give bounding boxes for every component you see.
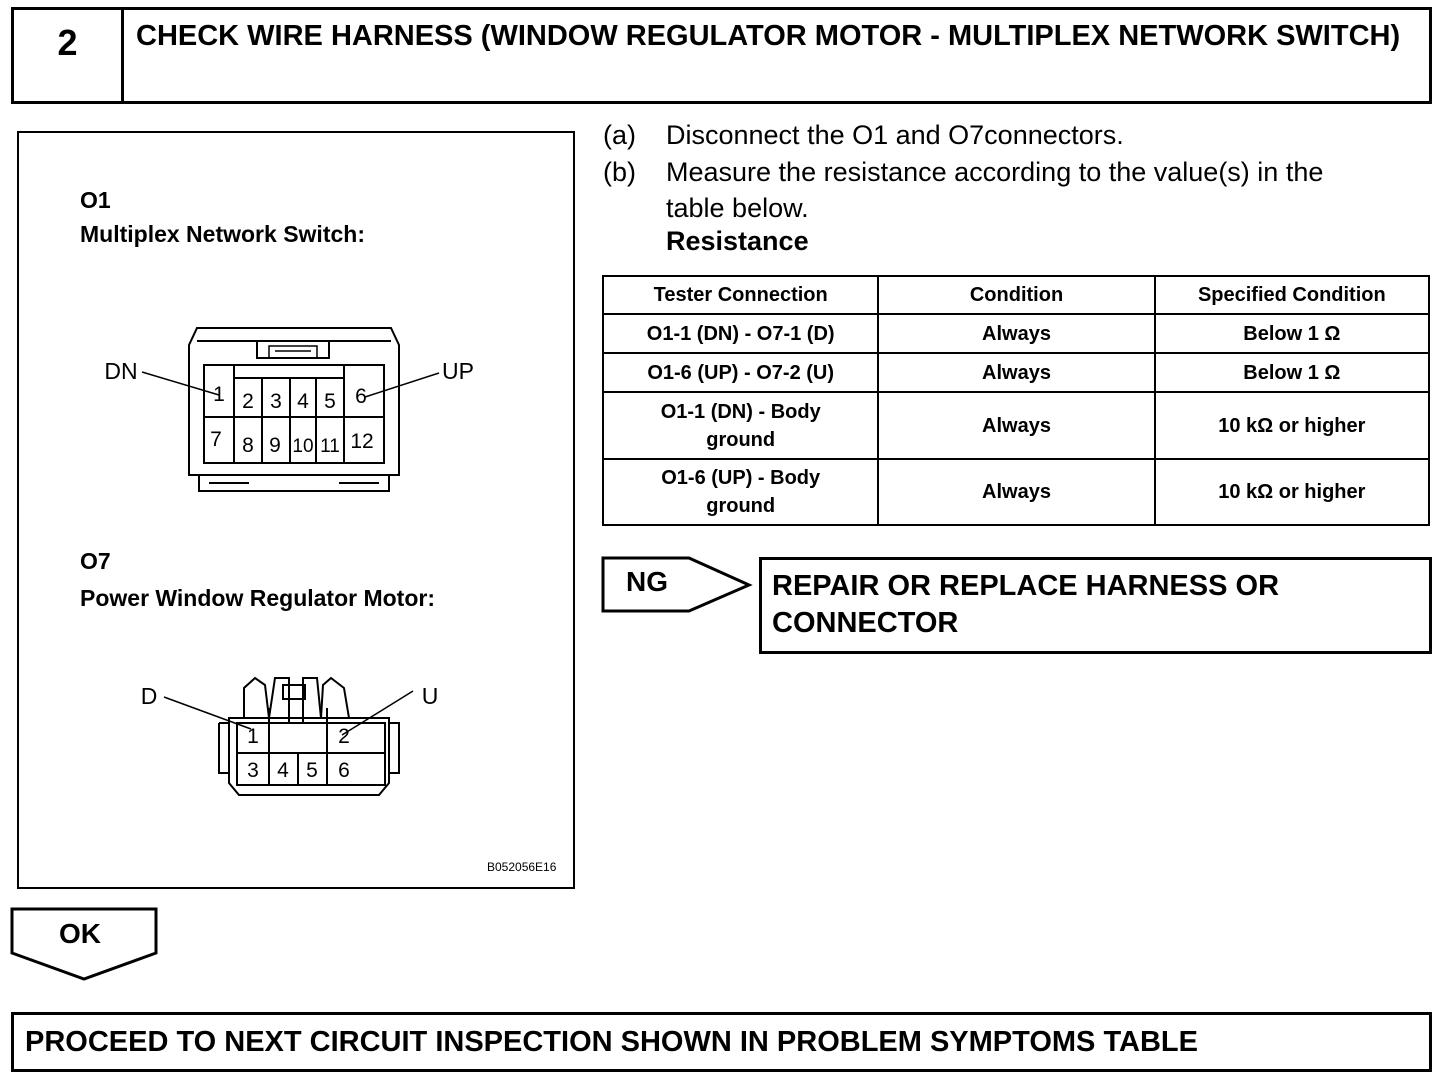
o1-pin-3: 3: [270, 390, 282, 413]
cell-connection: O1-6 (UP) - O7-2 (U): [601, 352, 880, 393]
cell-condition: Always: [877, 352, 1156, 393]
o7-label-d: D: [141, 683, 158, 709]
step-b-letter: (b): [603, 157, 636, 187]
cell-spec: Below 1 Ω: [1153, 352, 1431, 393]
connector-o7-id: O7: [80, 548, 111, 574]
ng-action-box: REPAIR OR REPLACE HARNESS OR CONNECTOR: [759, 557, 1432, 654]
ng-label: NG: [626, 566, 668, 597]
header-condition: Condition: [877, 275, 1156, 315]
step-a-letter: (a): [603, 120, 636, 150]
cell-condition: Always: [877, 391, 1156, 460]
connector-o7-name: Power Window Regulator Motor:: [80, 585, 435, 611]
o1-pin-5: 5: [324, 390, 336, 413]
o7-connector-shape: [218, 676, 400, 796]
o7-leader-lines: [163, 690, 414, 736]
table-header-row: Tester Connection Condition Specified Co…: [601, 275, 1431, 315]
figure-code: B052056E16: [487, 860, 557, 874]
o1-pin-11: 11: [320, 436, 340, 457]
connector-diagram: 1 2 3 4 5 6 7 8 9 10 11 12 DN UP: [104, 327, 557, 874]
cell-spec: Below 1 Ω: [1153, 313, 1431, 354]
table-row: O1-1 (DN) - O7-1 (D) Always Below 1 Ω: [601, 313, 1431, 354]
o7-pin-5: 5: [306, 759, 318, 782]
ng-arrow-icon: [601, 556, 753, 613]
o1-pin-8: 8: [242, 434, 254, 457]
ok-arrow-icon: [10, 907, 158, 981]
cell-condition: Always: [877, 313, 1156, 354]
o7-pin-3: 3: [247, 759, 259, 782]
o1-pin-7: 7: [210, 428, 222, 451]
o1-label-up: UP: [442, 358, 474, 384]
step-b-text: Measure the resistance according to the …: [666, 157, 1324, 187]
o1-pin-10: 10: [292, 436, 313, 457]
cell-connection: O1-1 (DN) - O7-1 (D): [601, 313, 880, 354]
cell-spec: 10 kΩ or higher: [1153, 458, 1431, 526]
next-step-box: PROCEED TO NEXT CIRCUIT INSPECTION SHOWN…: [11, 1012, 1432, 1072]
step-number: 2: [14, 10, 124, 101]
o1-pin-4: 4: [297, 390, 309, 413]
table-row: O1-6 (UP) - O7-2 (U) Always Below 1 Ω: [601, 352, 1431, 393]
ok-label: OK: [59, 918, 101, 949]
step-b-continued: table below.: [666, 193, 809, 223]
o1-connector-shape: [188, 327, 400, 492]
ng-action-line-2: CONNECTOR: [772, 607, 959, 639]
step-a-text: Disconnect the O1 and O7connectors.: [666, 120, 1124, 150]
o1-pin-2: 2: [242, 390, 254, 413]
o1-label-dn: DN: [104, 358, 137, 384]
header-specified-condition: Specified Condition: [1153, 275, 1431, 315]
header-tester-connection: Tester Connection: [601, 275, 880, 315]
o7-label-u: U: [422, 683, 439, 709]
resistance-label: Resistance: [666, 226, 809, 256]
o7-pin-grid: [236, 708, 386, 786]
resistance-table: Tester Connection Condition Specified Co…: [601, 275, 1431, 526]
o7-pin-2: 2: [338, 725, 350, 748]
connector-figure: O1 Multiplex Network Switch: O7 Power Wi…: [17, 131, 575, 889]
ng-action-line-1: REPAIR OR REPLACE HARNESS OR: [772, 570, 1280, 602]
o1-pin-9: 9: [269, 434, 281, 457]
connector-o1-name: Multiplex Network Switch:: [80, 221, 365, 247]
connector-o1-id: O1: [80, 187, 111, 213]
o7-pin-6: 6: [338, 759, 350, 782]
cell-spec: 10 kΩ or higher: [1153, 391, 1431, 460]
o1-leader-lines: [141, 371, 440, 398]
o1-pin-grid: [204, 365, 384, 463]
cell-condition: Always: [877, 458, 1156, 526]
o1-pin-12: 12: [350, 430, 373, 453]
o7-pin-1: 1: [247, 725, 259, 748]
step-title: CHECK WIRE HARNESS (WINDOW REGULATOR MOT…: [136, 20, 1401, 52]
step-header: 2 CHECK WIRE HARNESS (WINDOW REGULATOR M…: [11, 7, 1432, 104]
o1-pin-6: 6: [355, 385, 367, 408]
o7-pin-4: 4: [277, 759, 289, 782]
